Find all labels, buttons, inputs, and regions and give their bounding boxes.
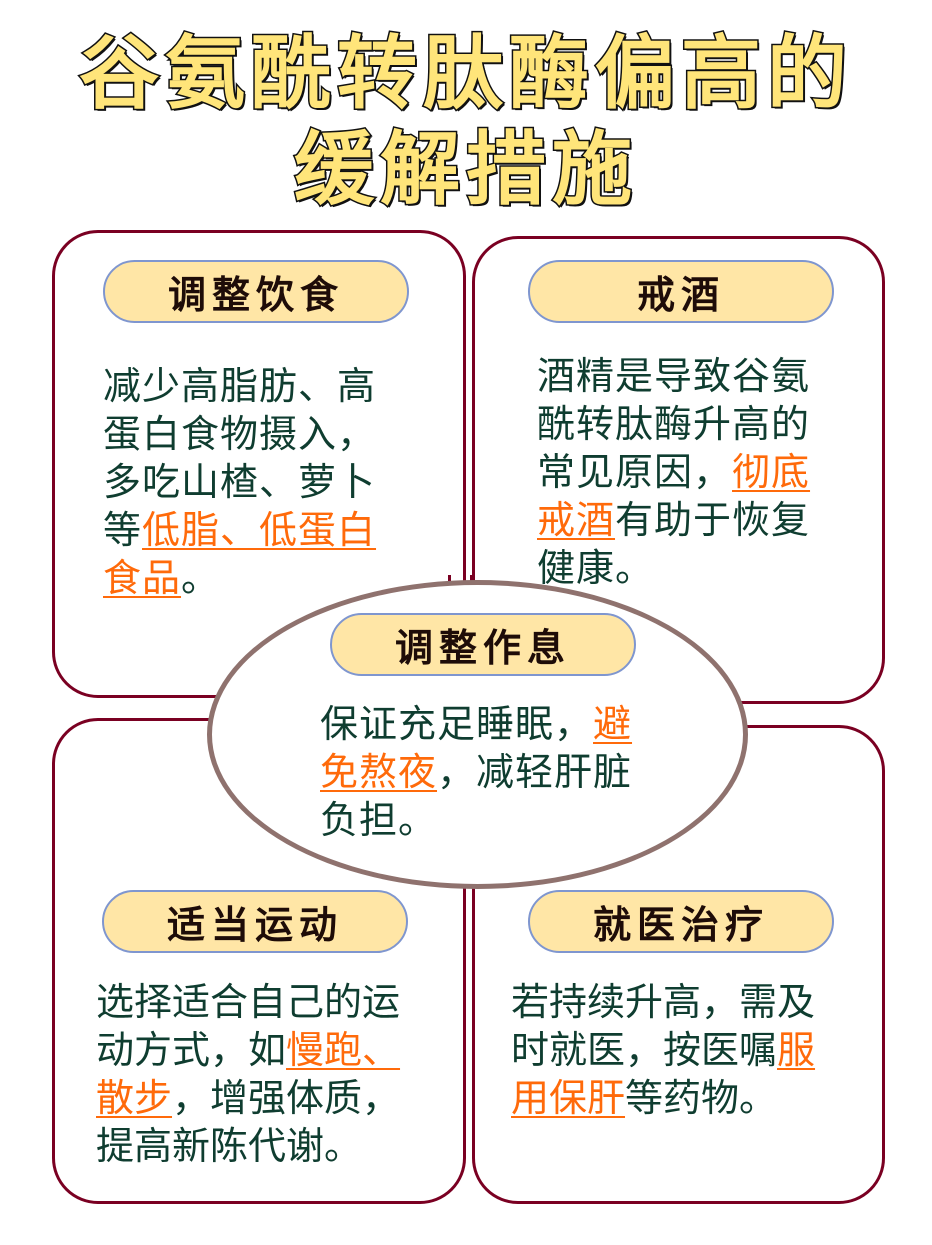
card-exercise-body: 选择适合自己的运 动方式，如慢跑、 散步，增强体质， 提高新陈代谢。: [96, 978, 456, 1170]
highlight-text: 用保肝: [511, 1076, 626, 1120]
text-line: 提高新陈代谢。: [96, 1124, 363, 1168]
text-span: 等: [103, 508, 143, 552]
text-span: ，减轻肝脏: [437, 750, 633, 794]
text-line: 酰转肽酶升高的: [537, 402, 811, 446]
text-span: ，增强体质，: [172, 1076, 401, 1120]
text-span: 有助于恢复: [615, 498, 811, 542]
page-title-line1: 谷氨酰转肽酶偏高的: [78, 26, 853, 121]
text-span: 常见原因，: [537, 450, 733, 494]
card-medical-heading-text: 就医治疗: [592, 903, 769, 947]
text-line: 负担。: [320, 798, 438, 842]
card-exercise-heading: 适当运动: [102, 890, 408, 953]
card-rest-body: 保证充足睡眠，避 免熬夜，减轻肝脏 负担。: [320, 700, 680, 844]
text-line: 时就医，按医嘱服: [511, 1026, 871, 1074]
text-line: 常见原因，彻底: [537, 448, 857, 496]
text-span: 保证充足睡眠，: [320, 702, 594, 746]
card-rest-heading: 调整作息: [330, 613, 636, 676]
card-diet-heading: 调整饮食: [103, 260, 409, 323]
text-line: 健康。: [537, 546, 655, 590]
card-diet-heading-text: 调整饮食: [167, 273, 344, 317]
card-exercise-heading-text: 适当运动: [166, 903, 343, 947]
text-span: 时就医，按医嘱: [511, 1028, 778, 1072]
card-alcohol-heading-text: 戒酒: [636, 273, 725, 317]
text-span: 动方式，如: [96, 1028, 287, 1072]
card-diet-body: 减少高脂肪、高 蛋白食物摄入， 多吃山楂、萝卜 等低脂、低蛋白 食品。: [103, 362, 423, 602]
text-line: 酒精是导致谷氨: [537, 354, 811, 398]
page-title-line2: 缓解措施: [293, 122, 638, 217]
text-line: 用保肝等药物。: [511, 1074, 871, 1122]
text-line: 食品。: [103, 554, 423, 602]
highlight-text: 散步: [96, 1076, 173, 1120]
card-medical-body: 若持续升高，需及 时就医，按医嘱服 用保肝等药物。: [511, 978, 871, 1122]
text-line: 散步，增强体质，: [96, 1074, 456, 1122]
highlight-text: 慢跑、: [286, 1028, 401, 1072]
text-line: 免熬夜，减轻肝脏: [320, 748, 680, 796]
highlight-text: 戒酒: [537, 498, 616, 542]
card-medical-heading: 就医治疗: [528, 890, 834, 953]
card-alcohol-heading: 戒酒: [528, 260, 834, 323]
text-line: 动方式，如慢跑、: [96, 1026, 456, 1074]
text-span: 等药物。: [625, 1076, 778, 1120]
card-alcohol-body: 酒精是导致谷氨 酰转肽酶升高的 常见原因，彻底 戒酒有助于恢复 健康。: [537, 352, 857, 592]
highlight-text: 服: [777, 1028, 816, 1072]
text-line: 蛋白食物摄入，: [103, 412, 377, 456]
text-line: 选择适合自己的运: [96, 980, 401, 1024]
text-span: 。: [181, 556, 221, 600]
highlight-text: 彻底: [732, 450, 811, 494]
highlight-text: 避: [593, 702, 633, 746]
highlight-text: 免熬夜: [320, 750, 438, 794]
text-line: 减少高脂肪、高: [103, 364, 377, 408]
highlight-text: 食品: [103, 556, 182, 600]
text-line: 戒酒有助于恢复: [537, 496, 857, 544]
text-line: 多吃山楂、萝卜: [103, 460, 377, 504]
text-line: 等低脂、低蛋白: [103, 506, 423, 554]
text-line: 若持续升高，需及: [511, 980, 816, 1024]
highlight-text: 低脂、低蛋白: [142, 508, 377, 552]
card-rest-heading-text: 调整作息: [394, 626, 571, 670]
text-line: 保证充足睡眠，避: [320, 700, 680, 748]
